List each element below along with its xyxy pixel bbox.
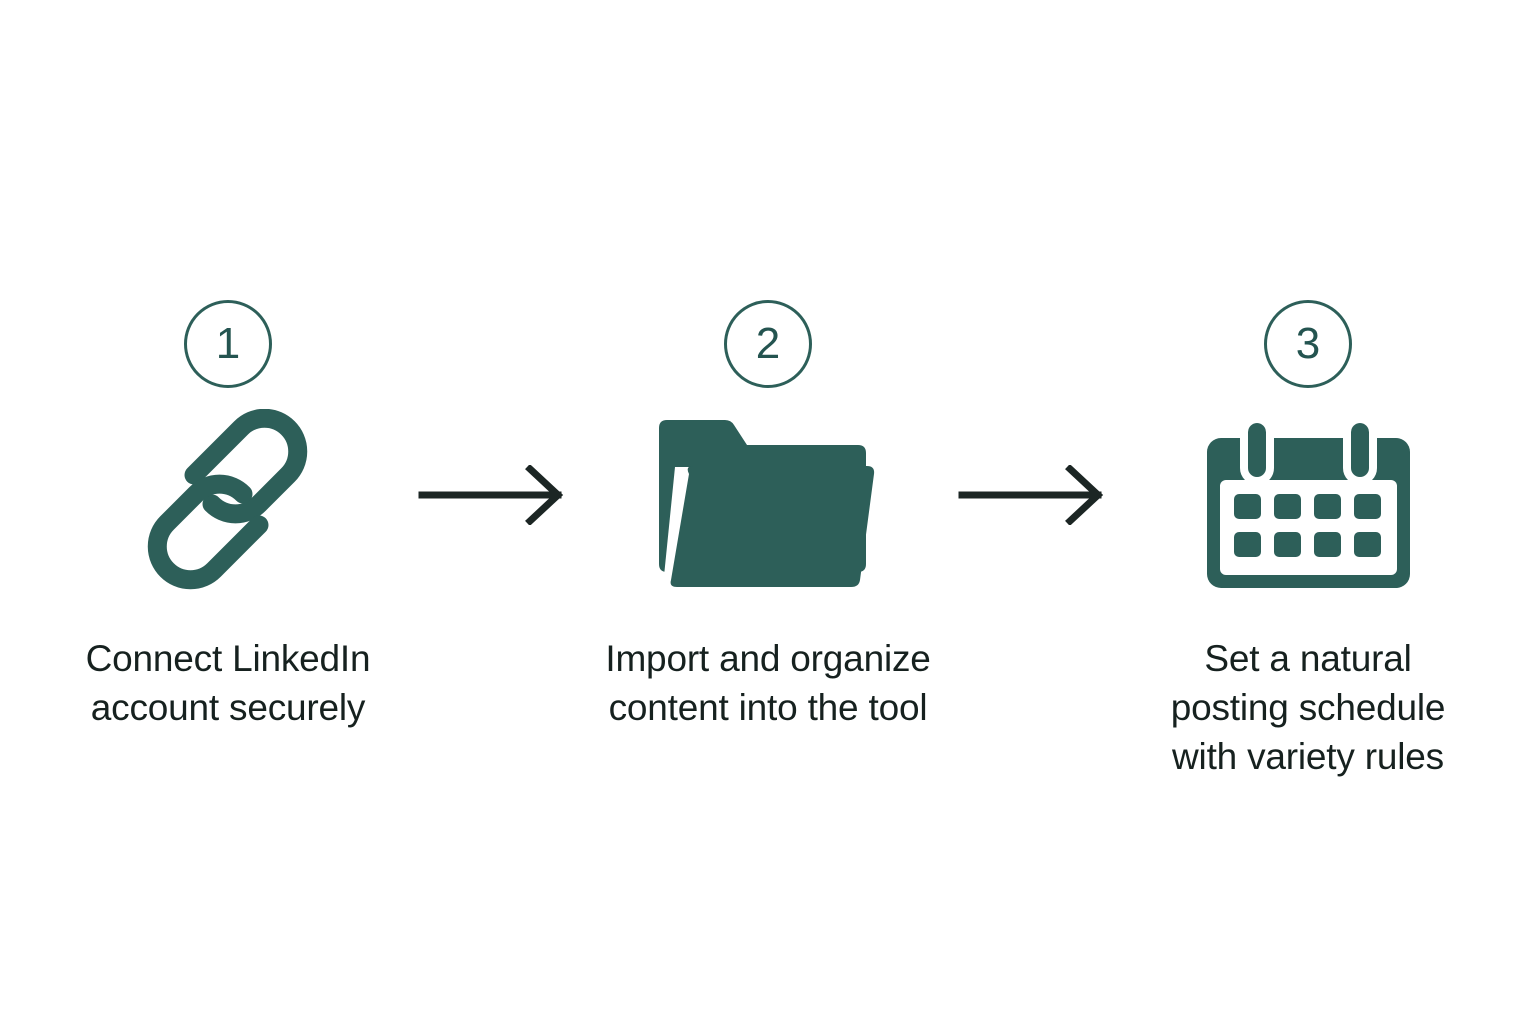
calendar-cell: [1233, 494, 1261, 519]
step-2-caption: Import and organize content into the too…: [605, 638, 931, 729]
step-1-number-badge: 1: [184, 300, 272, 388]
step-1-icon: [128, 404, 328, 604]
calendar-cell: [1313, 532, 1341, 557]
step-3-icon: [1201, 404, 1416, 604]
step-2-icon: [653, 404, 883, 604]
folder-open-icon: [659, 420, 875, 587]
step-3-caption: Set a natural posting schedule with vari…: [1170, 638, 1446, 778]
connector-2: [948, 0, 1128, 525]
step-1-caption: Connect LinkedIn account securely: [85, 638, 371, 729]
calendar-ring-left-outline: [1239, 415, 1274, 485]
connector-1: [408, 0, 588, 525]
step-3: 3: [1128, 0, 1488, 782]
arrow-right-icon: [418, 465, 564, 525]
step-3-number: 3: [1295, 319, 1321, 368]
calendar-cell: [1233, 532, 1261, 557]
step-2-number: 2: [755, 319, 781, 368]
calendar-ring-right-outline: [1342, 415, 1377, 485]
folder-front-flap: [670, 466, 875, 587]
calendar-rings-front: [1239, 415, 1377, 485]
calendar-cell: [1273, 532, 1301, 557]
calendar-page: [1219, 480, 1397, 575]
chain-link-icon: [147, 409, 308, 590]
calendar-cell: [1353, 494, 1381, 519]
calendar-icon: [1206, 415, 1410, 588]
calendar-cell: [1273, 494, 1301, 519]
step-2-number-badge: 2: [724, 300, 812, 388]
step-1-number: 1: [215, 319, 241, 368]
calendar-day-cells: [1233, 494, 1381, 557]
calendar-cell: [1313, 494, 1341, 519]
step-3-number-badge: 3: [1264, 300, 1352, 388]
step-2: 2 Import and organize content into the t…: [588, 0, 948, 732]
arrow-right-icon: [958, 465, 1104, 525]
step-1: 1 Connect LinkedIn account securely: [48, 0, 408, 732]
calendar-cell: [1353, 532, 1381, 557]
